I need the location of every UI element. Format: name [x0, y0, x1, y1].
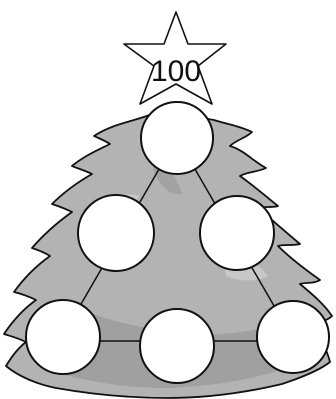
circle-middle-right[interactable]: [200, 196, 274, 270]
circle-top[interactable]: [141, 102, 213, 174]
circle-bottom-center[interactable]: [140, 309, 214, 383]
star-icon: 100: [124, 12, 226, 104]
star-value: 100: [151, 55, 201, 88]
circle-bottom-left[interactable]: [26, 300, 100, 374]
circle-middle-left[interactable]: [78, 195, 154, 271]
circle-bottom-right[interactable]: [257, 301, 329, 373]
